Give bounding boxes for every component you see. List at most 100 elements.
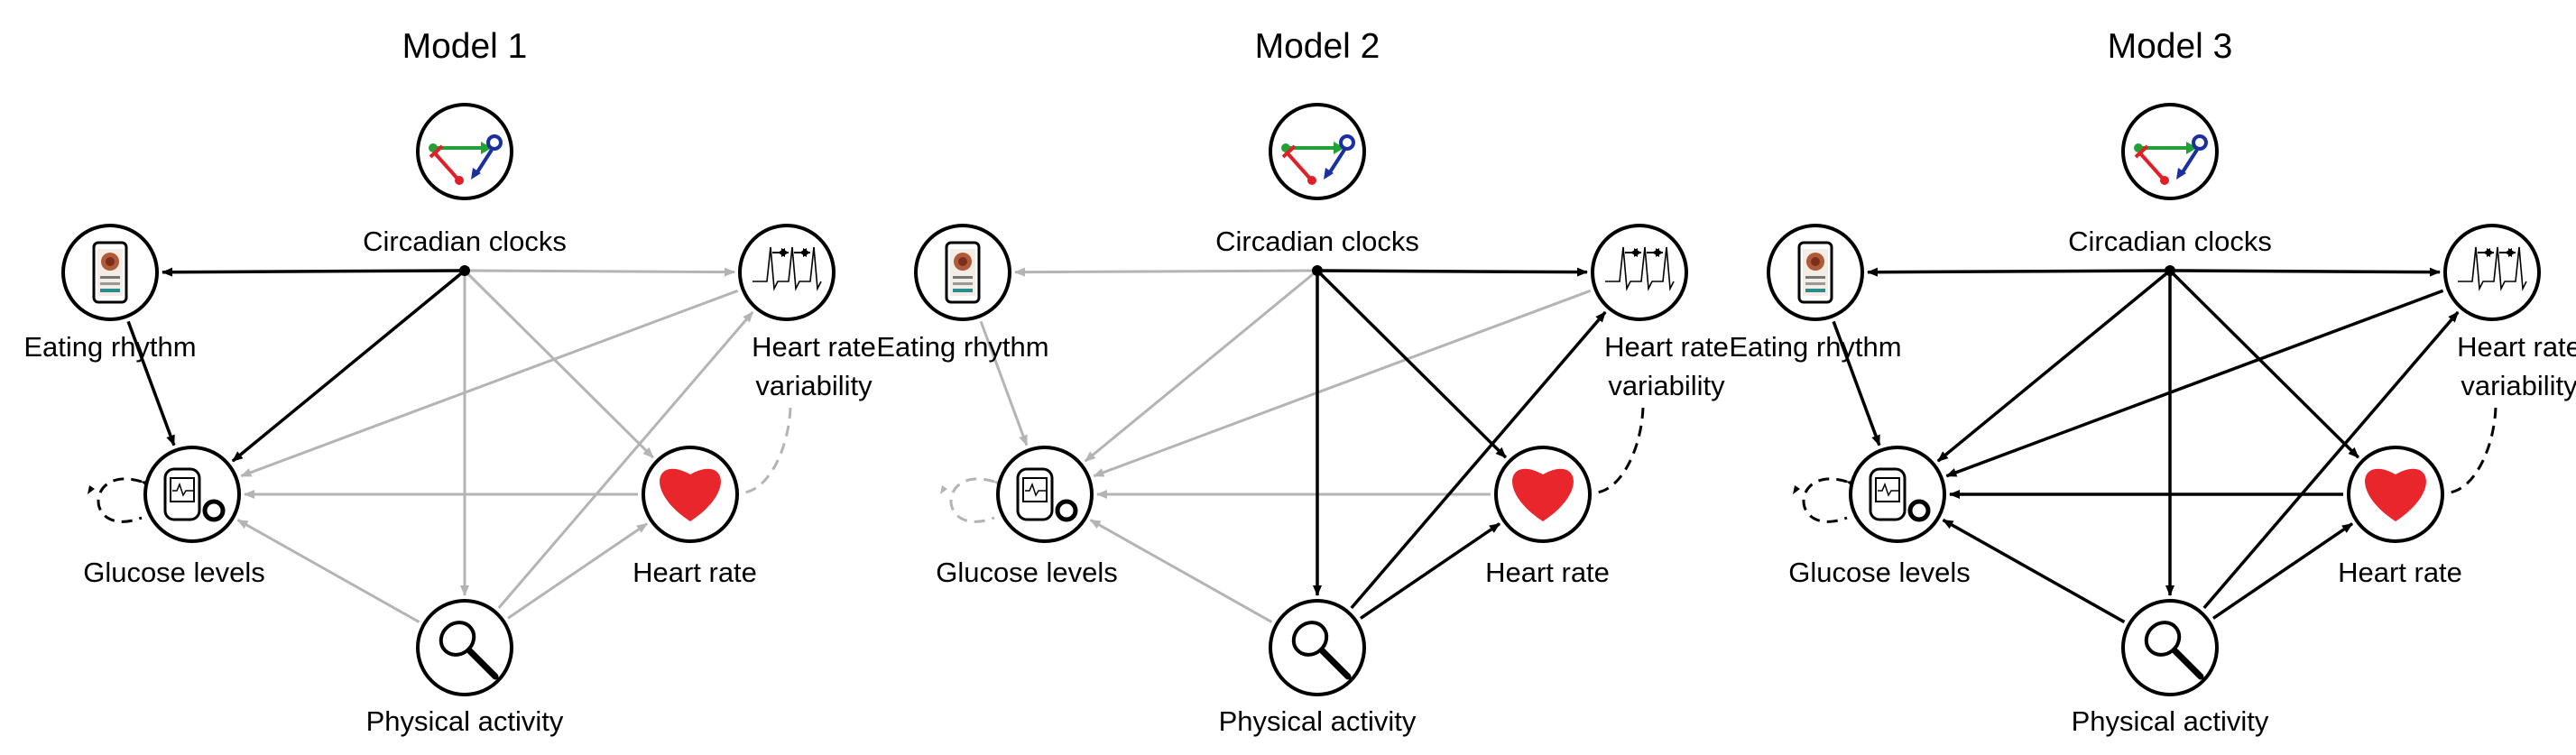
smartphone-meal-icon [945,241,981,304]
node-label-physical-activity: Physical activity [2072,705,2269,737]
node-circ-circle [416,103,513,200]
tennis-racket-icon [2144,621,2204,680]
tennis-racket-icon [1291,621,1352,680]
node-circ [416,103,513,200]
node-pa-circle [416,599,513,696]
node-pa [1269,599,1366,696]
edge-hrv-to-glu [1093,289,1592,478]
edge-pa-to-hrv [497,311,754,609]
circadian-clock-icon [1281,134,1355,185]
circadian-hub-dot [459,265,470,276]
edge-circ-to-hrv [2169,267,2442,277]
node-hrv-circle [2443,224,2541,321]
edge-circ-to-eat [161,267,466,277]
node-hrv [1591,224,1688,321]
tennis-racket-icon [439,621,499,680]
node-label-physical-activity: Physical activity [366,705,564,737]
edge-circ-to-eat [1013,267,1318,277]
edge-eat-to-glu [1832,320,1881,447]
edge-glucose-self-loop [1802,477,1858,523]
node-label-glucose-levels: Glucose levels [936,557,1118,588]
circadian-clock-icon [2134,134,2208,185]
node-eat [914,224,1011,321]
node-pa-circle [2121,599,2219,696]
heart-rate-variability-icon [2458,246,2527,291]
node-hrv-circle [738,224,836,321]
node-circ [2121,103,2219,200]
node-eat [1767,224,1864,321]
node-label-heart-rate-variability-line2: variability [1608,370,1725,401]
panel-title: Model 1 [402,27,528,66]
node-hrv [738,224,836,321]
node-label-eating-rhythm: Eating rhythm [23,331,196,363]
circadian-hub-dot [2165,265,2175,276]
node-eat [61,224,159,321]
node-label-circadian-clocks: Circadian clocks [1215,226,1419,257]
node-label-heart-rate-variability: Heart rate [1604,331,1729,363]
smartphone-meal-icon [1797,241,1833,304]
edge-eat-to-glu [126,320,176,447]
edge-circ-to-hrv [464,267,736,277]
edge-pa-to-glu [1089,519,1273,623]
edge-hrv-hr-dashed [1596,407,1645,494]
node-glu [1849,446,1946,543]
edge-circ-to-eat [1866,267,2171,277]
node-hr [2347,446,2444,543]
node-circ-circle [1269,103,1366,200]
edge-eat-to-glu [979,320,1029,447]
node-label-heart-rate-variability-line2: variability [755,370,873,401]
edge-circ-to-hr [2168,269,2360,459]
glucose-monitor-icon [1869,467,1931,522]
node-hrv [2443,224,2541,321]
glucose-monitor-icon [163,467,226,522]
node-label-heart-rate: Heart rate [632,557,757,588]
edge-circ-to-glu [1936,269,2172,463]
edge-pa-to-hrv [2202,310,2460,610]
node-pa [416,599,513,696]
node-pa-circle [1269,599,1366,696]
edge-hrv-hr-dashed [743,407,792,494]
smartphone-meal-icon [92,241,128,304]
node-label-circadian-clocks: Circadian clocks [2068,226,2272,257]
edge-circ-to-hrv [1316,267,1589,277]
edge-circ-to-glu [1084,269,1318,463]
edge-glucose-self-loop [97,477,152,523]
edge-hrv-to-glu [240,289,739,478]
edge-pa-to-hr [1359,522,1501,620]
node-label-glucose-levels: Glucose levels [1788,557,1971,588]
node-pa [2121,599,2219,696]
panel-title: Model 2 [1255,27,1380,66]
node-label-eating-rhythm: Eating rhythm [876,331,1048,363]
node-label-glucose-levels: Glucose levels [83,557,265,588]
node-circ-circle [2121,103,2219,200]
node-label-circadian-clocks: Circadian clocks [363,226,567,257]
circadian-hub-dot [1312,265,1323,276]
heart-icon [660,468,721,521]
edge-pa-to-hr [507,522,648,620]
node-hr [642,446,739,543]
node-glu [996,446,1094,543]
node-circ [1269,103,1366,200]
heart-rate-variability-icon [1605,246,1675,291]
node-label-heart-rate: Heart rate [1485,557,1610,588]
edge-glucose-self-loop [949,477,1005,523]
edge-hrv-hr-dashed [2449,407,2498,494]
node-label-physical-activity: Physical activity [1219,705,1417,737]
glucose-monitor-icon [1016,467,1078,522]
edge-pa-to-glu [1942,518,2126,624]
edge-circ-to-glu [231,269,466,463]
node-hr [1494,446,1592,543]
edge-circ-to-hr [463,269,654,459]
heart-rate-variability-icon [752,246,822,291]
edge-pa-to-hrv [1350,310,1607,610]
node-label-eating-rhythm: Eating rhythm [1729,331,1901,363]
node-glu [143,446,241,543]
node-label-heart-rate-variability: Heart rate [752,331,876,363]
edge-pa-to-glu [236,519,420,623]
node-label-heart-rate-variability: Heart rate [2457,331,2576,363]
edge-circ-to-hr [1316,269,1508,459]
